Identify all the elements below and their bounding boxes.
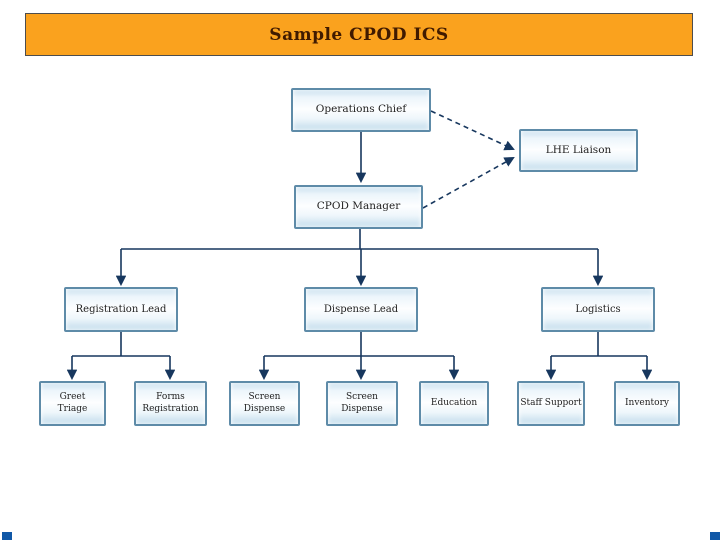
- slide-title: Sample CPOD ICS: [269, 24, 449, 45]
- edge-manager-liaison: [422, 156, 515, 209]
- org-node-forms-registration: Forms Registration: [134, 381, 207, 426]
- org-node-staff-support: Staff Support: [517, 381, 585, 426]
- org-node-screen-dispense-2: Screen Dispense: [326, 381, 398, 426]
- org-node-registration-lead: Registration Lead: [64, 287, 178, 332]
- org-node-dispense-lead: Dispense Lead: [304, 287, 418, 332]
- org-node-operations-chief: Operations Chief: [291, 88, 431, 132]
- org-node-screen-dispense-1: Screen Dispense: [229, 381, 300, 426]
- corner-accent-right: [710, 532, 720, 540]
- org-node-greet-triage: Greet Triage: [39, 381, 106, 426]
- org-node-cpod-manager: CPOD Manager: [294, 185, 423, 229]
- org-node-logistics: Logistics: [541, 287, 655, 332]
- slide-title-banner: Sample CPOD ICS: [25, 13, 693, 56]
- org-node-inventory: Inventory: [614, 381, 680, 426]
- org-node-lhe-liaison: LHE Liaison: [519, 129, 638, 172]
- edge-opschief-liaison: [430, 110, 515, 151]
- corner-accent-left: [2, 532, 12, 540]
- org-node-education: Education: [419, 381, 489, 426]
